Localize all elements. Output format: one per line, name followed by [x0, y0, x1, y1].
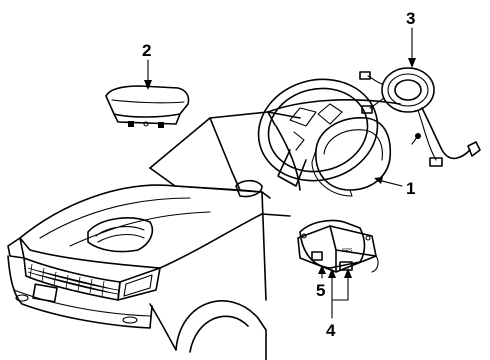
module-label: SRS — [342, 248, 353, 254]
callout-numbers: 1 2 3 5 4 — [142, 9, 415, 340]
callout-3: 3 — [406, 9, 415, 28]
clock-spring — [359, 67, 481, 167]
callout-5: 5 — [316, 281, 325, 300]
driver-airbag-module — [311, 117, 392, 197]
steering-wheel — [257, 78, 401, 191]
callout-1: 1 — [406, 179, 415, 198]
passenger-airbag — [105, 85, 190, 128]
srs-control-module: SRS — [297, 219, 379, 273]
callout-2: 2 — [142, 41, 151, 60]
leader-lines — [144, 27, 416, 319]
callout-4: 4 — [326, 321, 336, 340]
car-body — [7, 111, 301, 360]
